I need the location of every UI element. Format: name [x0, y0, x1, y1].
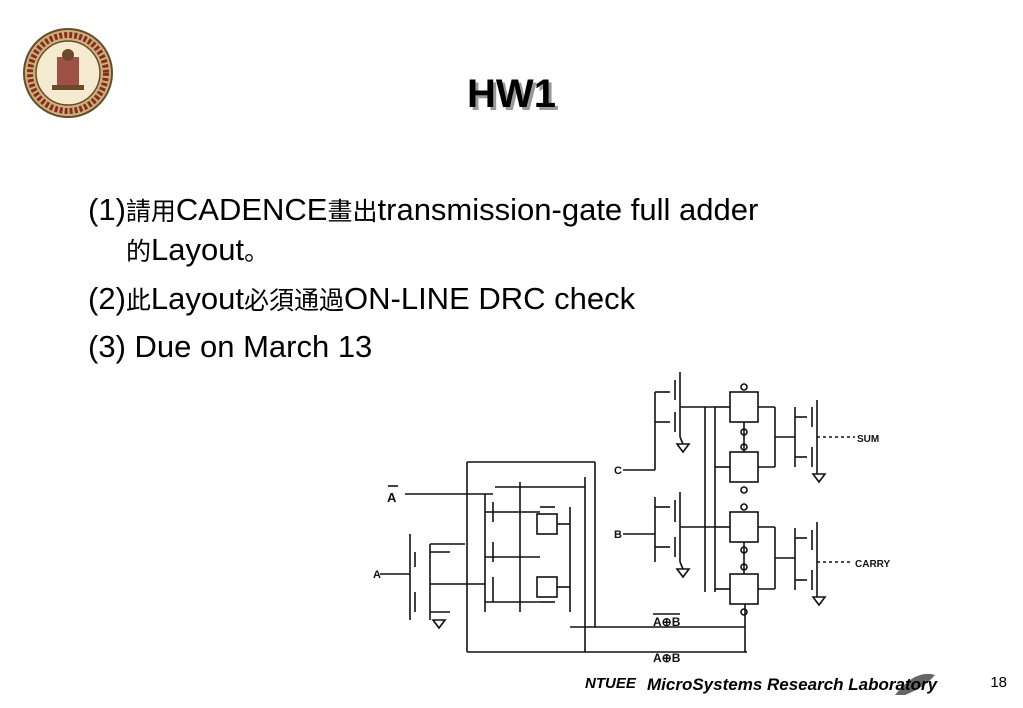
bullet-item-3: (3) Due on March 13	[88, 327, 948, 367]
xor-block	[466, 461, 747, 653]
bullet-text: Layout	[151, 232, 245, 268]
label-sum: SUM	[857, 434, 879, 445]
label-b: B	[614, 529, 622, 541]
carry-output-inverter	[794, 522, 853, 607]
input-inverter	[380, 543, 485, 630]
bullet-text: 請用	[125, 197, 176, 226]
footer-org: NTUEE	[585, 675, 637, 692]
bullet-text: CADENCE	[175, 192, 328, 227]
transmission-gate-column	[704, 383, 795, 652]
c-stage	[623, 372, 715, 471]
lab-swoosh-icon	[895, 673, 935, 695]
bullet-number: (1)	[88, 192, 126, 227]
label-carry: CARRY	[855, 559, 891, 570]
label-a-xor-b-bar: A⊕B	[653, 615, 681, 629]
label-a-bar: A	[387, 490, 397, 505]
page-number: 18	[990, 674, 1007, 691]
footer-lab-name: MicroSystems Research Laboratory	[647, 675, 939, 694]
bullet-text: 必須通過	[243, 285, 344, 315]
bullet-text: Layout	[150, 280, 244, 316]
lab-footer-logo: NTUEE MicroSystems Research Laboratory	[585, 673, 939, 695]
label-c: C	[614, 465, 622, 477]
sum-output-inverter	[794, 400, 855, 484]
bullet-text: 畫出	[327, 197, 378, 226]
bullet-item-1: (1)請用CADENCE畫出transmission-gate full add…	[88, 190, 948, 271]
bullet-text: Due on March 13	[125, 328, 373, 364]
b-stage	[623, 492, 715, 579]
bullet-text: 。	[244, 237, 270, 267]
bullet-text: ON-LINE DRC check	[344, 280, 636, 316]
label-a: A	[373, 569, 381, 581]
bullet-item-2: (2)此Layout必須通過ON-LINE DRC check	[88, 279, 948, 319]
bullet-text: transmission-gate full adder	[377, 192, 759, 227]
label-a-xor-b: A⊕B	[653, 651, 681, 665]
bullet-number: (2)	[88, 280, 126, 316]
university-seal-logo	[23, 28, 113, 118]
full-adder-schematic: A A C B SUM CARRY A⊕B A⊕B	[373, 372, 891, 665]
bullet-list: (1)請用CADENCE畫出transmission-gate full add…	[88, 190, 948, 375]
bullet-text: 的	[126, 237, 152, 267]
slide-title: HW1	[467, 72, 556, 116]
bullet-number: (3)	[88, 328, 126, 364]
bullet-text: 此	[125, 285, 151, 315]
